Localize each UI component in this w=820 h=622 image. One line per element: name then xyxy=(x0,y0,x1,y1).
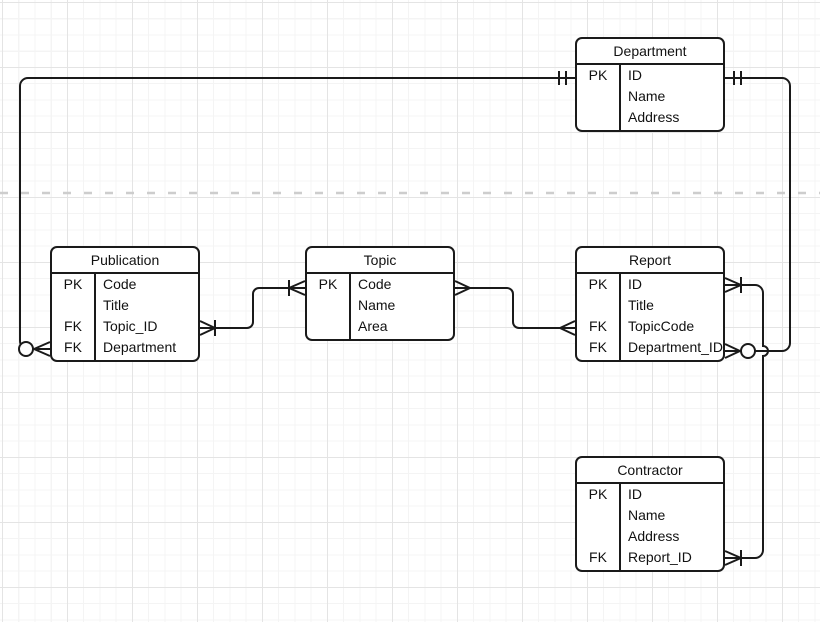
attribute-cell: Report_ID xyxy=(628,549,692,565)
entity-title: Publication xyxy=(52,248,198,274)
attribute-cell: ID xyxy=(628,276,642,292)
key-cell: FK xyxy=(589,339,607,355)
relationship-report-contractor[interactable] xyxy=(724,277,769,566)
relationship-line xyxy=(725,284,769,559)
relationship-department-publication[interactable] xyxy=(18,71,575,357)
key-cell: FK xyxy=(64,339,82,355)
attribute-cell: Code xyxy=(358,276,392,292)
cardinality-zero-icon xyxy=(740,343,756,359)
attribute-row: Name xyxy=(577,86,723,107)
attribute-row: PK ID xyxy=(577,274,723,295)
crowfoot-one-or-many-icon xyxy=(288,280,306,296)
cardinality-one-and-only-one-icon xyxy=(733,71,742,85)
attribute-row: Area xyxy=(307,316,453,337)
key-cell: PK xyxy=(588,276,608,292)
key-cell xyxy=(577,526,619,547)
cardinality-zero-icon xyxy=(18,341,34,357)
attribute-row: FK Report_ID xyxy=(577,547,723,568)
entity-attributes: PK ID Name Address FK Report_ID xyxy=(577,484,723,570)
attribute-cell: Name xyxy=(628,507,666,523)
entity-contractor[interactable]: Contractor PK ID Name Address FK Report_… xyxy=(575,456,725,572)
key-cell xyxy=(577,107,619,128)
key-cell: FK xyxy=(64,318,82,334)
attribute-row: Address xyxy=(577,526,723,547)
entity-title: Topic xyxy=(307,248,453,274)
relationship-line xyxy=(200,287,305,329)
attribute-cell: TopicCode xyxy=(628,318,695,334)
attribute-cell: Address xyxy=(628,528,680,544)
crowfoot-many-icon xyxy=(559,320,576,336)
entity-attributes: PK ID Title FK TopicCode FK Department_I… xyxy=(577,274,723,360)
attribute-cell: Name xyxy=(628,88,666,104)
crowfoot-one-or-many-icon xyxy=(199,320,216,336)
attribute-row: FK TopicCode xyxy=(577,316,723,337)
key-cell xyxy=(577,86,619,107)
attribute-row: FK Topic_ID xyxy=(52,316,198,337)
key-cell: PK xyxy=(588,67,608,83)
attribute-row: Name xyxy=(307,295,453,316)
attribute-cell: Name xyxy=(358,297,396,313)
entity-attributes: PK Code Name Area xyxy=(307,274,453,339)
attribute-row: Name xyxy=(577,505,723,526)
attribute-cell: Code xyxy=(103,276,137,292)
attribute-cell: ID xyxy=(628,486,642,502)
attribute-cell: Area xyxy=(358,318,388,334)
relationship-line xyxy=(455,287,575,329)
relationship-publication-topic[interactable] xyxy=(199,280,306,336)
entity-title: Report xyxy=(577,248,723,274)
attribute-cell: Address xyxy=(628,109,680,125)
attribute-cell: Department xyxy=(103,339,177,355)
attribute-row: PK ID xyxy=(577,484,723,505)
relationship-line xyxy=(725,77,791,352)
entity-topic[interactable]: Topic PK Code Name Area xyxy=(305,246,455,341)
attribute-cell: Topic_ID xyxy=(103,318,158,334)
attribute-row: FK Department_ID xyxy=(577,337,723,358)
attribute-cell: Department_ID xyxy=(628,339,723,355)
key-cell xyxy=(577,505,619,526)
crowfoot-one-or-many-icon xyxy=(724,277,742,293)
attribute-cell: Title xyxy=(628,297,654,313)
relationship-topic-report[interactable] xyxy=(454,280,576,336)
entity-title: Contractor xyxy=(577,458,723,484)
key-cell: PK xyxy=(318,276,338,292)
key-cell: FK xyxy=(589,549,607,565)
attribute-row: Address xyxy=(577,107,723,128)
attribute-cell: Title xyxy=(103,297,129,313)
crowfoot-many-icon xyxy=(33,341,51,357)
attribute-row: Title xyxy=(52,295,198,316)
attribute-row: PK Code xyxy=(52,274,198,295)
entity-attributes: PK ID Name Address xyxy=(577,65,723,130)
relationship-department-report[interactable] xyxy=(724,71,791,359)
entity-title: Department xyxy=(577,39,723,65)
attribute-row: PK ID xyxy=(577,65,723,86)
key-cell: PK xyxy=(63,276,83,292)
key-cell xyxy=(307,295,349,316)
key-cell xyxy=(577,295,619,316)
key-cell: PK xyxy=(588,486,608,502)
entity-department[interactable]: Department PK ID Name Address xyxy=(575,37,725,132)
crowfoot-one-or-many-icon xyxy=(724,550,742,566)
crowfoot-many-icon xyxy=(724,343,741,359)
entity-report[interactable]: Report PK ID Title FK TopicCode FK Depar… xyxy=(575,246,725,362)
key-cell xyxy=(52,295,94,316)
key-cell: FK xyxy=(589,318,607,334)
crowfoot-many-icon xyxy=(454,280,471,296)
attribute-row: PK Code xyxy=(307,274,453,295)
attribute-cell: ID xyxy=(628,67,642,83)
attribute-row: Title xyxy=(577,295,723,316)
entity-publication[interactable]: Publication PK Code Title FK Topic_ID FK… xyxy=(50,246,200,362)
key-cell xyxy=(307,316,349,337)
attribute-row: FK Department xyxy=(52,337,198,358)
cardinality-one-and-only-one-icon xyxy=(558,71,567,85)
entity-attributes: PK Code Title FK Topic_ID FK Department xyxy=(52,274,198,360)
